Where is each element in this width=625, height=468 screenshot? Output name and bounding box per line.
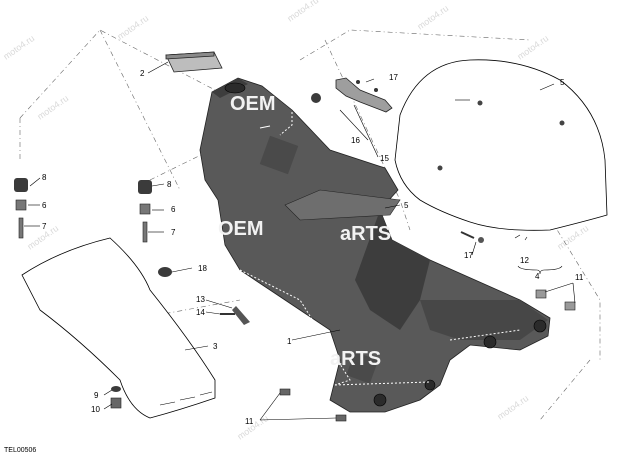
callout-11: 11	[575, 273, 584, 282]
tank-cover-part	[199, 77, 551, 413]
diagram-code: TEL00506	[4, 447, 36, 454]
callout-15: 15	[380, 154, 389, 163]
watermark-brand: aRTS	[330, 348, 381, 370]
callout-7: 7	[42, 222, 47, 231]
callout-9: 9	[94, 391, 99, 400]
callout-11: 11	[245, 417, 254, 426]
watermark-text: moto4.ru	[35, 93, 70, 122]
watermark-brand: OEM	[218, 218, 264, 240]
watermark-text: moto4.ru	[115, 13, 150, 42]
callout-8: 8	[167, 180, 172, 189]
callout-16: 16	[351, 136, 360, 145]
callout-17: 17	[389, 73, 398, 82]
watermark-brand: OEM	[230, 93, 276, 115]
callout-3: 3	[213, 342, 218, 351]
leader-lines	[24, 61, 576, 421]
callout-1: 1	[287, 337, 292, 346]
watermark-text: moto4.ru	[495, 393, 530, 422]
callout-6: 6	[42, 201, 47, 210]
pad-part	[165, 51, 223, 73]
brand-watermark: OEM OEM aRTS aRTS	[218, 93, 391, 370]
callout-labels: 2 1 3 4 5 5 6 6 7 7 8 8 9 10 11 11 12 13…	[42, 69, 584, 426]
windscreen-part	[394, 59, 608, 241]
callout-17: 17	[464, 251, 473, 260]
callout-13: 13	[196, 295, 205, 304]
callout-4: 4	[535, 272, 540, 281]
callout-8: 8	[42, 173, 47, 182]
callout-7: 7	[171, 228, 176, 237]
callout-5: 5	[560, 78, 565, 87]
callout-5: 5	[404, 201, 409, 210]
callout-2: 2	[140, 69, 145, 78]
watermark-text: moto4.ru	[515, 33, 550, 62]
callout-12: 12	[520, 256, 529, 265]
watermark-brand: aRTS	[340, 223, 391, 245]
callout-18: 18	[198, 264, 207, 273]
watermark-text: moto4.ru	[415, 3, 450, 32]
callout-10: 10	[91, 405, 100, 414]
deflector-part	[21, 237, 216, 419]
hardware-parts	[14, 178, 576, 422]
callout-14: 14	[196, 308, 205, 317]
bracket-part	[311, 77, 393, 113]
callout-6: 6	[171, 205, 176, 214]
watermark-text: moto4.ru	[1, 33, 36, 62]
watermark-text: moto4.ru	[285, 0, 320, 24]
